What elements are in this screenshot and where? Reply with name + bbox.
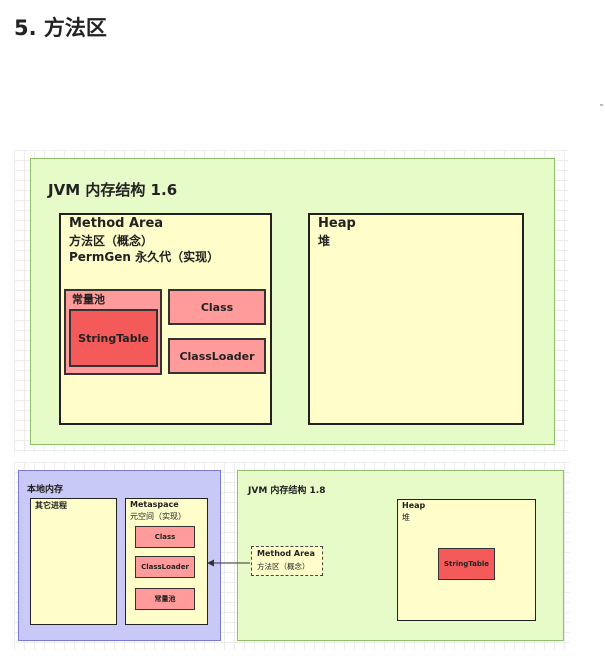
jvm16-const-pool: 常量池 StringTable bbox=[64, 289, 162, 375]
jvm16-classloader-box: ClassLoader bbox=[168, 338, 266, 374]
jvm16-method-area: Method Area 方法区（概念） PermGen 永久代（实现） 常量池 … bbox=[59, 213, 272, 425]
method-area-label: Method Area bbox=[69, 216, 164, 231]
jvm16-container: JVM 内存结构 1.6 Method Area 方法区（概念） PermGen… bbox=[30, 158, 555, 445]
metaspace-impl-label: 元空间（实现） bbox=[130, 512, 186, 521]
native-memory-container: 本地内存 其它进程 Metaspace 元空间（实现） Class ClassL… bbox=[18, 470, 221, 641]
jvm18-heap-cn-label: 堆 bbox=[402, 513, 410, 522]
jvm16-string-table: StringTable bbox=[69, 309, 158, 367]
jvm18-heap-label: Heap bbox=[402, 501, 426, 510]
heap-label: Heap bbox=[318, 216, 356, 231]
metaspace-const-pool-box: 常量池 bbox=[135, 588, 195, 610]
stray-dot bbox=[600, 104, 603, 106]
jvm18-method-area-label: Method Area bbox=[257, 549, 315, 558]
heap-cn-label: 堆 bbox=[318, 234, 331, 248]
permgen-label: PermGen 永久代（实现） bbox=[69, 250, 220, 264]
metaspace-class-box: Class bbox=[135, 526, 195, 548]
jvm16-class-box: Class bbox=[168, 289, 266, 325]
other-processes-box: 其它进程 bbox=[30, 498, 117, 625]
jvm18-method-area: Method Area 方法区（概念） bbox=[251, 546, 323, 576]
section-title: 5. 方法区 bbox=[14, 16, 107, 40]
jvm18-container: JVM 内存结构 1.8 Method Area 方法区（概念） Heap 堆 … bbox=[237, 470, 564, 641]
other-processes-label: 其它进程 bbox=[35, 501, 67, 510]
jvm18-heap: Heap 堆 StringTable bbox=[397, 499, 536, 621]
metaspace-classloader-box: ClassLoader bbox=[135, 556, 195, 578]
jvm18-string-table: StringTable bbox=[438, 548, 495, 580]
jvm18-title: JVM 内存结构 1.8 bbox=[248, 486, 326, 496]
metaspace-box: Metaspace 元空间（实现） Class ClassLoader 常量池 bbox=[125, 498, 208, 625]
jvm16-heap: Heap 堆 bbox=[308, 213, 524, 425]
method-area-to-metaspace-arrow bbox=[207, 559, 250, 567]
metaspace-label: Metaspace bbox=[130, 500, 179, 509]
jvm18-method-area-concept-label: 方法区（概念） bbox=[257, 562, 310, 571]
method-area-concept-label: 方法区（概念） bbox=[69, 234, 154, 248]
jvm16-title: JVM 内存结构 1.6 bbox=[48, 181, 178, 199]
native-memory-title: 本地内存 bbox=[27, 485, 64, 495]
const-pool-label: 常量池 bbox=[72, 293, 105, 306]
